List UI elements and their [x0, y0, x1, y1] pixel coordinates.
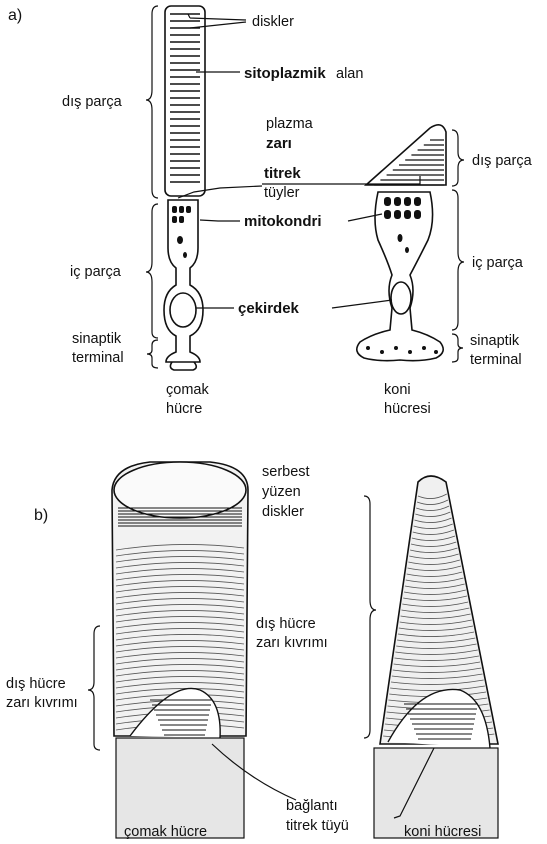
label-alan: alan [336, 66, 363, 82]
rod-3d-top-disc [114, 462, 246, 518]
label-hucresi: hücresi [384, 401, 431, 417]
label-diskler-b: diskler [262, 504, 304, 520]
label-plazma: plazma [266, 116, 314, 132]
rod-mitochondria [172, 206, 191, 258]
label-diskler: diskler [252, 14, 294, 30]
cone-mitochondria [384, 197, 421, 253]
label-yuzen: yüzen [262, 484, 301, 500]
label-comak-hucre-b: çomak hücre [124, 824, 207, 840]
rod-3d-floating-discs [118, 508, 242, 526]
label-baglanti: bağlantı [286, 798, 338, 814]
label-mitokondri: mitokondri [244, 213, 322, 230]
label-tuyler: tüyler [264, 185, 300, 201]
cone-3d-drawing [374, 476, 498, 838]
cone-inner-bracket [452, 190, 464, 330]
rod-outer-bracket [146, 6, 158, 198]
rod-3d-inner-segment [116, 738, 244, 838]
label-dis-parca-left: dış parça [62, 94, 123, 110]
panel-b-label: b) [34, 507, 48, 524]
cone-3d-bracket [364, 496, 376, 738]
label-dis-hucre-mid: dış hücre [256, 616, 316, 632]
cone-nucleus [391, 282, 411, 314]
rod-synaptic-terminal [170, 362, 196, 370]
label-zari: zarı [266, 135, 292, 152]
label-hucre: hücre [166, 401, 202, 417]
rod-3d-drawing [112, 462, 248, 838]
label-titrek: titrek [264, 165, 301, 182]
label-zari-kivrimi-mid: zarı kıvrımı [256, 635, 328, 651]
rod-3d-bracket [88, 626, 100, 750]
leader-cekirdek-right [332, 300, 392, 308]
cone-cell-drawing [357, 125, 446, 361]
label-sinaptik-right: sinaptik [470, 333, 520, 349]
leader-mitokondri-right [348, 214, 382, 221]
rod-inner-segment [164, 200, 203, 362]
label-sitoplazmik: sitoplazmik [244, 65, 326, 82]
rod-synaptic-bracket [147, 340, 158, 368]
label-comak: çomak [166, 382, 209, 398]
label-sinaptik-left: sinaptik [72, 331, 122, 347]
panel-a-label: a) [8, 7, 22, 24]
cone-synaptic-bracket [452, 334, 463, 362]
label-terminal-right: terminal [470, 352, 522, 368]
label-ic-parca-left: iç parça [70, 264, 122, 280]
label-cekirdek: çekirdek [238, 300, 300, 317]
cone-outer-bracket [452, 130, 464, 186]
label-ic-parca-right: iç parça [472, 255, 524, 271]
leader-mitokondri-left [200, 220, 240, 221]
label-zari-kivrimi-left: zarı kıvrımı [6, 695, 78, 711]
rod-discs [170, 14, 200, 182]
label-dis-hucre-left: dış hücre [6, 676, 66, 692]
label-koni-hucresi-b: koni hücresi [404, 824, 481, 840]
cone-terminal-dots [366, 346, 438, 354]
label-dis-parca-right: dış parça [472, 153, 533, 169]
rod-inner-bracket [146, 204, 158, 338]
label-titrek-tuyu: titrek tüyü [286, 818, 349, 834]
label-terminal-left: terminal [72, 350, 124, 366]
rod-cell-drawing [164, 6, 205, 370]
rod-nucleus [170, 293, 196, 327]
label-koni: koni [384, 382, 411, 398]
label-serbest: serbest [262, 464, 310, 480]
